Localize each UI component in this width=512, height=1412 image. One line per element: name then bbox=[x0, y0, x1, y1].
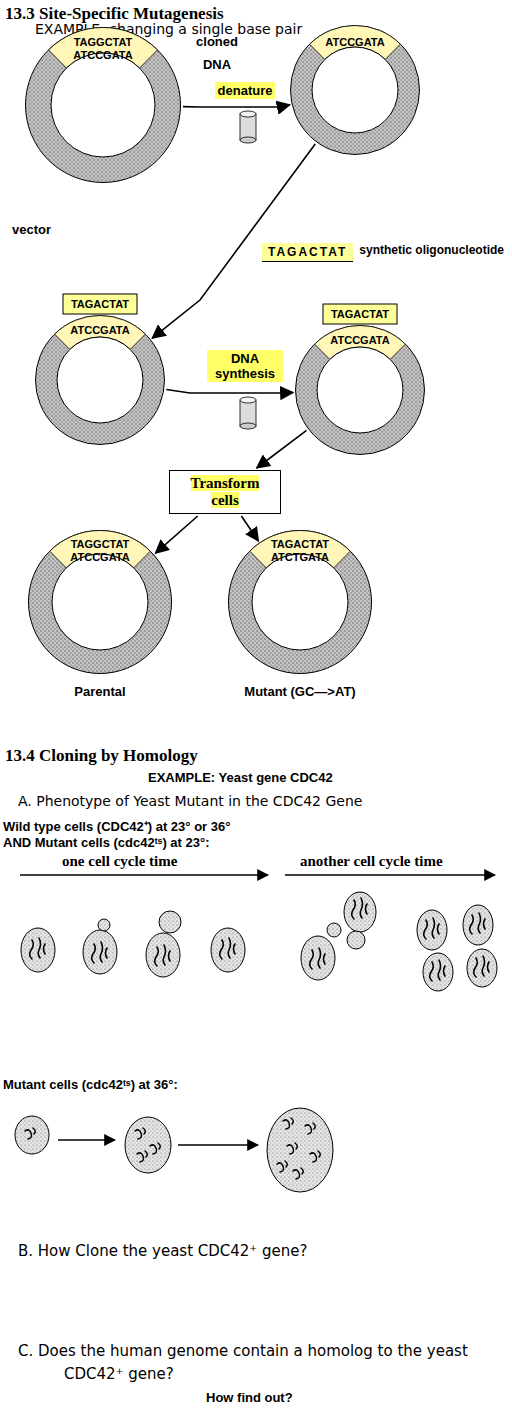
arrow-connector bbox=[156, 516, 198, 553]
step-label: DNA synthesis bbox=[215, 351, 275, 381]
label: Wild type cells (CDC42⁺) at 23° or 36° bbox=[3, 817, 230, 835]
plasmid-circle: TAGGCTATATCCGATAParental bbox=[28, 530, 172, 674]
arrow-connector bbox=[257, 430, 307, 468]
arrested-cells bbox=[15, 1108, 333, 1192]
dna-sequence: TAGACTAT bbox=[295, 308, 425, 321]
arrow-connector bbox=[166, 390, 293, 393]
label: EXAMPLE: Yeast gene CDC42 bbox=[148, 770, 333, 785]
label: B. How Clone the yeast CDC42⁺ gene? bbox=[18, 1240, 498, 1263]
plasmid-caption: Parental bbox=[0, 684, 212, 699]
beaker-symbol bbox=[240, 111, 256, 143]
dna-sequence: TAGACTAT bbox=[35, 298, 165, 311]
dna-sequence: TAGACTAT bbox=[268, 245, 347, 259]
label: vector bbox=[12, 222, 51, 237]
yeast-cells bbox=[21, 892, 497, 991]
plasmid-circle: TAGACTATATCTGATAMutant (GC—>AT) bbox=[228, 530, 372, 674]
step-label: Transform cells bbox=[191, 475, 260, 508]
label: 13.4 Cloning by Homology bbox=[5, 746, 198, 766]
label: cloned DNA bbox=[188, 30, 246, 76]
label: Mutant cells (cdc42ᵗˢ) at 36°: bbox=[3, 1077, 178, 1092]
dna-sequence: ATCCGATA bbox=[35, 324, 165, 337]
step-label-box: DNA synthesis bbox=[207, 350, 283, 382]
label: one cell cycle time bbox=[62, 853, 177, 870]
oligonucleotide-band: TAGACTATsynthetic oligonucleotide bbox=[262, 243, 353, 262]
beaker-symbol bbox=[240, 397, 256, 429]
oligo-caption: synthetic oligonucleotide bbox=[359, 241, 477, 259]
time-arrow bbox=[58, 1139, 115, 1141]
step-label-box: denature bbox=[215, 82, 276, 99]
dna-sequence: ATCCGATA bbox=[25, 49, 181, 62]
arrow-connector bbox=[152, 144, 315, 338]
process-box: Transform cells bbox=[169, 470, 281, 514]
dna-sequence: TAGGCTAT bbox=[28, 538, 172, 551]
label: How find out? bbox=[206, 1390, 293, 1405]
dna-sequence: TAGGCTAT bbox=[25, 36, 181, 49]
label: C. Does the human genome contain a homol… bbox=[18, 1340, 502, 1386]
time-arrow bbox=[178, 1144, 258, 1146]
dna-sequence: ATCCGATA bbox=[28, 551, 172, 564]
label: A. Phenotype of Yeast Mutant in the CDC4… bbox=[18, 793, 362, 809]
dna-sequence: TAGACTAT bbox=[228, 538, 372, 551]
plasmid-circle: ATCCGATA bbox=[290, 25, 420, 155]
arrow-connector bbox=[183, 105, 290, 107]
plasmid-caption: Mutant (GC—>AT) bbox=[188, 684, 412, 699]
time-arrow bbox=[285, 874, 495, 876]
step-label: denature bbox=[218, 83, 273, 98]
dna-sequence: ATCCGATA bbox=[295, 334, 425, 347]
dna-sequence: ATCTGATA bbox=[228, 551, 372, 564]
dna-sequence: ATCCGATA bbox=[290, 36, 420, 49]
time-arrow bbox=[20, 874, 268, 876]
label: another cell cycle time bbox=[300, 853, 443, 870]
plasmid-circle: TAGACTATATCCGATA bbox=[295, 325, 425, 455]
plasmid-circle: TAGGCTATATCCGATA bbox=[25, 27, 181, 183]
label: AND Mutant cells (cdc42ᵗˢ) at 23°: bbox=[3, 835, 210, 850]
plasmid-circle: TAGACTATATCCGATA bbox=[35, 315, 165, 445]
arrow-connector bbox=[241, 516, 258, 541]
